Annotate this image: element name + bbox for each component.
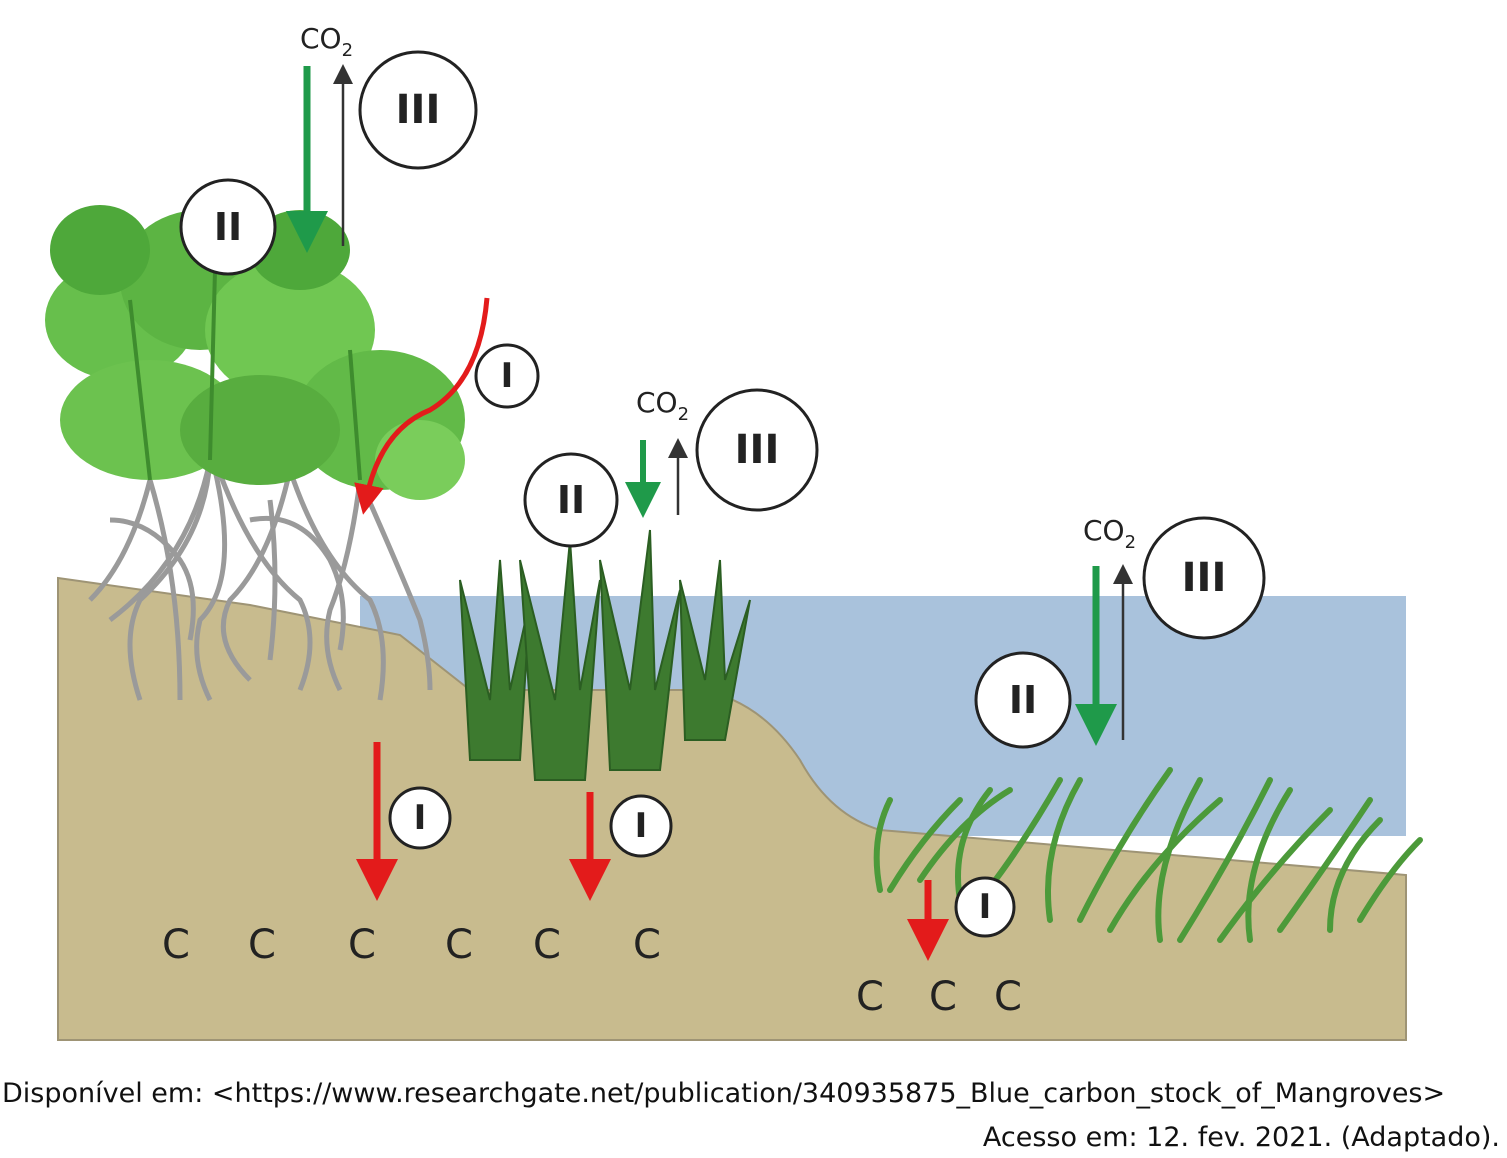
svg-text:II: II [1009,678,1037,722]
svg-text:I: I [414,798,427,838]
saltmarsh-grass [459,529,751,781]
label-circle-I-seagrass-soil: I [954,876,1016,938]
label-circle-II-seagrass: II [974,651,1072,749]
svg-text:II: II [557,478,585,522]
label-circle-I-saltmarsh-soil: I [609,794,673,858]
carbon-symbol: C [856,974,884,1020]
carbon-symbol: C [994,974,1022,1020]
source-access-date-line: Acesso em: 12. fev. 2021. (Adaptado). [982,1122,1500,1153]
carbon-symbol: C [633,922,661,968]
svg-text:III: III [1182,555,1227,601]
label-circle-III-mangrove: III [358,50,478,170]
label-circle-II-mangrove: II [179,178,277,276]
carbon-symbol: C [445,922,473,968]
co2-label-mangrove: CO2 [300,22,353,61]
source-url-line: Disponível em: <https://www.researchgate… [2,1078,1446,1109]
label-circle-III-saltmarsh: III [695,388,819,512]
stored-carbon-row-upper: C C C C C C [162,922,661,968]
carbon-symbol: C [248,922,276,968]
carbon-symbol: C [929,974,957,1020]
svg-text:I: I [501,356,514,396]
carbon-symbol: C [348,922,376,968]
label-circle-III-seagrass: III [1142,516,1266,640]
svg-text:II: II [214,205,242,249]
svg-text:I: I [635,806,648,846]
stored-carbon-row-lower: C C C [856,974,1022,1020]
svg-text:III: III [396,87,441,133]
mangrove-roots [88,459,433,702]
svg-text:CO2: CO2 [300,22,353,61]
label-circle-I-mangrove-litter: I [474,343,540,409]
carbon-symbol: C [162,922,190,968]
svg-text:CO2: CO2 [636,386,689,425]
svg-text:I: I [979,887,992,927]
label-circle-II-saltmarsh: II [523,452,619,548]
co2-label-seagrass: CO2 [1083,514,1136,553]
svg-text:III: III [735,427,780,473]
label-circle-I-mangrove-soil: I [388,786,452,850]
co2-label-saltmarsh: CO2 [636,386,689,425]
litter-flow-arrow-mangrove [354,297,490,515]
svg-text:CO2: CO2 [1083,514,1136,553]
carbon-symbol: C [533,922,561,968]
blue-carbon-diagram: CO2 CO2 CO2 III II I III II III [45,22,1423,1041]
